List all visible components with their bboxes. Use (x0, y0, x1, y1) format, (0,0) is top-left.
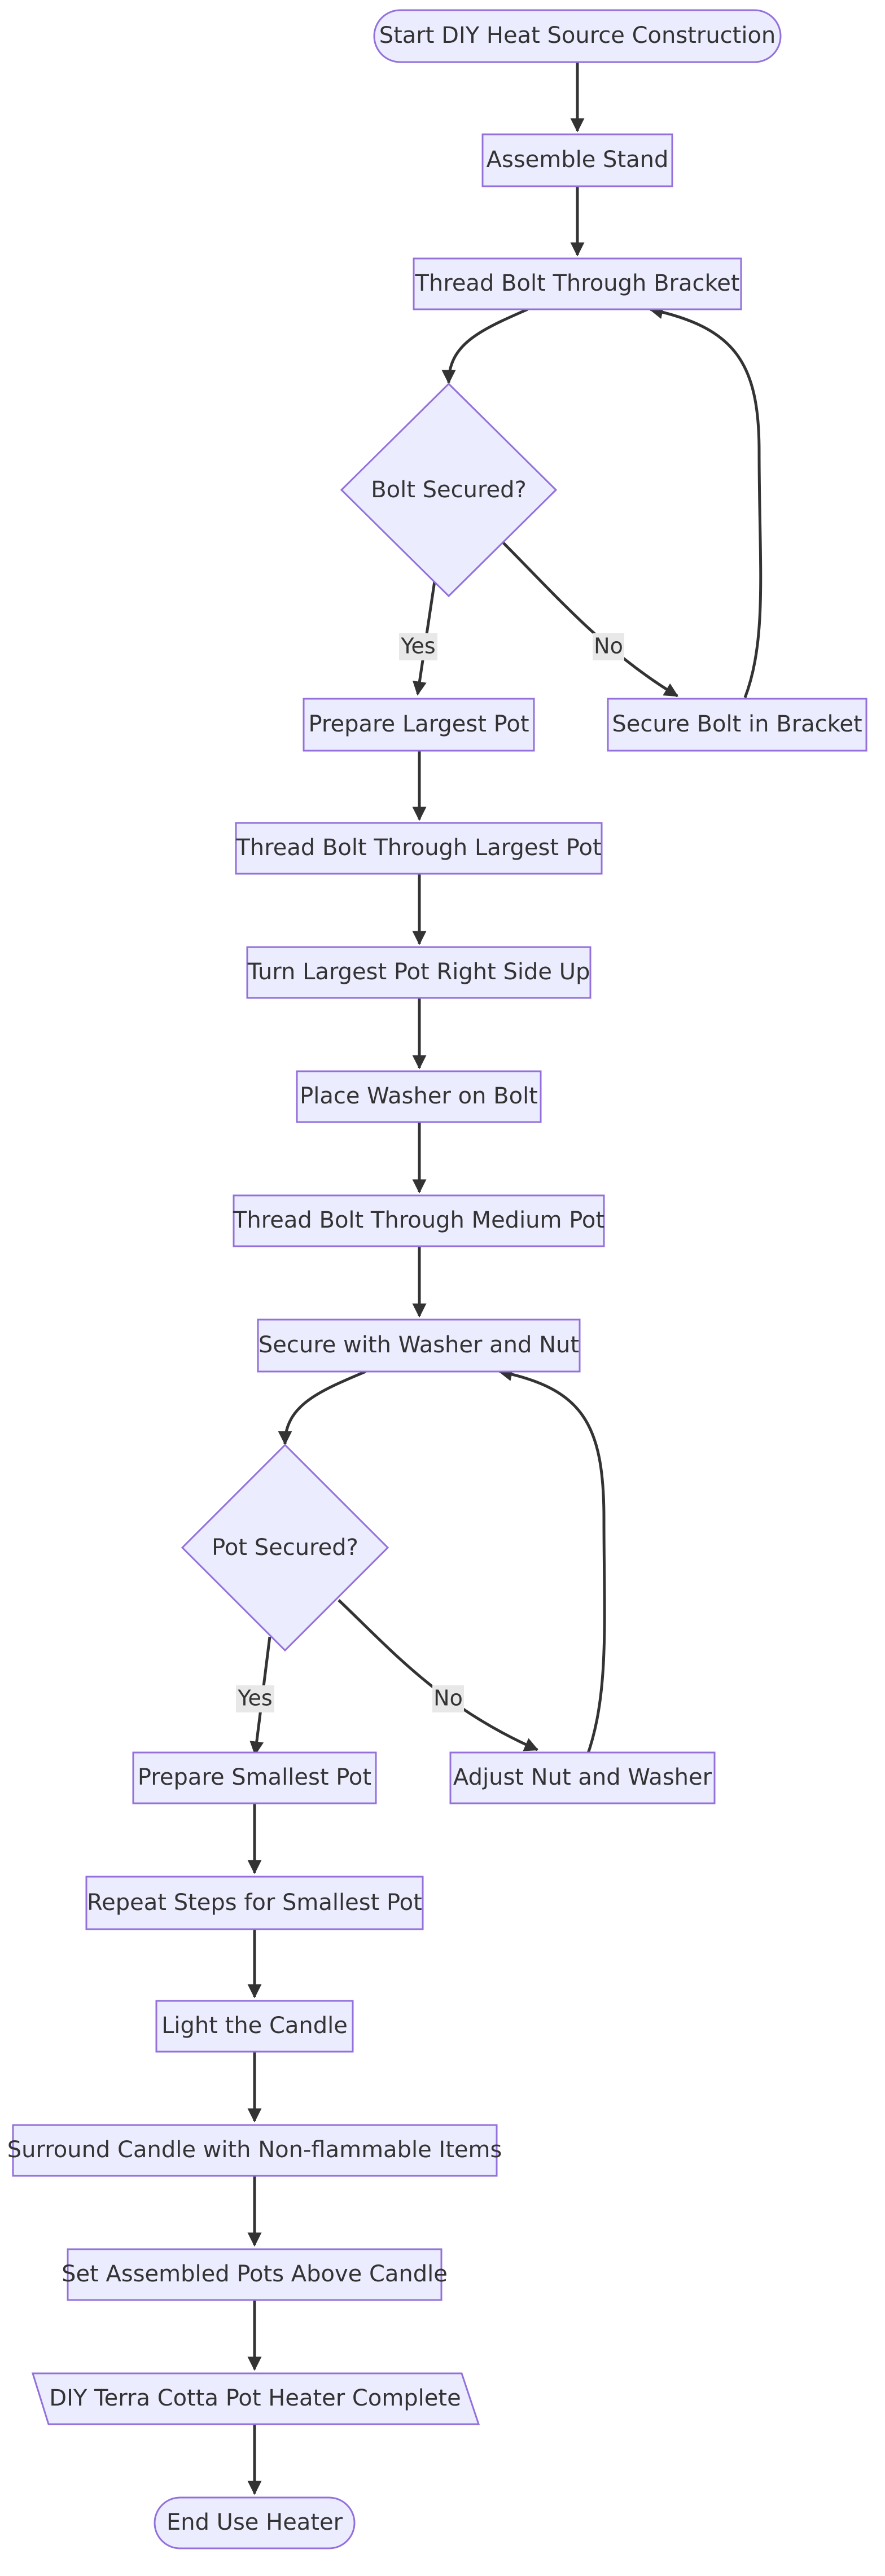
edge-adjust-nut-back-to-secure (498, 1367, 606, 1757)
edge-secure-bolt-back-to-bracket (649, 305, 763, 698)
edge-label-bolt-yes-text: Yes (400, 634, 435, 659)
edge-label-pot-yes-text: Yes (237, 1686, 272, 1711)
edge-label-pot-no: No (432, 1685, 464, 1712)
node-place-washer-label: Place Washer on Bolt (300, 1083, 538, 1109)
node-start: Start DIY Heat Source Construction (373, 9, 782, 63)
node-bolt-secured: Bolt Secured? (340, 382, 558, 598)
edge-labels: Yes No Yes No (236, 633, 624, 1712)
edge-label-bolt-no-text: No (594, 634, 623, 659)
node-assemble-stand-label: Assemble Stand (487, 147, 669, 173)
edge-label-pot-no-text: No (433, 1686, 463, 1711)
node-secure-washer-nut: Secure with Washer and Nut (257, 1318, 581, 1373)
node-turn-largest: Turn Largest Pot Right Side Up (246, 946, 592, 999)
node-thread-medium-label: Thread Bolt Through Medium Pot (233, 1207, 604, 1233)
node-bolt-secured-label: Bolt Secured? (371, 477, 527, 503)
node-light-candle-label: Light the Candle (161, 2013, 348, 2039)
node-set-pots: Set Assembled Pots Above Candle (62, 2248, 448, 2301)
node-pot-secured: Pot Secured? (181, 1443, 389, 1652)
edge-label-bolt-no: No (593, 633, 624, 660)
node-pot-secured-label: Pot Secured? (212, 1535, 358, 1561)
node-heater-complete-label: DIY Terra Cotta Pot Heater Complete (49, 2385, 461, 2411)
node-place-washer: Place Washer on Bolt (296, 1070, 542, 1123)
node-secure-washer-nut-label: Secure with Washer and Nut (259, 1332, 579, 1358)
node-prepare-smallest-label: Prepare Smallest Pot (138, 1764, 371, 1790)
node-heater-complete: DIY Terra Cotta Pot Heater Complete (31, 2372, 480, 2425)
node-turn-largest-label: Turn Largest Pot Right Side Up (247, 959, 590, 985)
nodes: Start DIY Heat Source Construction Assem… (7, 9, 868, 2549)
node-repeat-smallest-label: Repeat Steps for Smallest Pot (87, 1890, 422, 1916)
node-adjust-nut-label: Adjust Nut and Washer (453, 1764, 712, 1790)
node-prepare-smallest: Prepare Smallest Pot (132, 1751, 377, 1804)
node-thread-largest: Thread Bolt Through Largest Pot (235, 822, 603, 875)
node-start-label: Start DIY Heat Source Construction (379, 23, 776, 49)
edge-secure-washer-nut-to-pot-secured (278, 1370, 366, 1445)
node-thread-bracket-label: Thread Bolt Through Bracket (414, 270, 739, 296)
edge-label-pot-yes: Yes (236, 1685, 274, 1712)
node-secure-bolt-bracket: Secure Bolt in Bracket (607, 698, 868, 752)
node-secure-bolt-bracket-label: Secure Bolt in Bracket (612, 711, 862, 737)
node-thread-medium: Thread Bolt Through Medium Pot (233, 1194, 605, 1247)
node-surround-candle-label: Surround Candle with Non-flammable Items (7, 2137, 502, 2163)
edge-bolt-secured-no (501, 541, 679, 698)
edge-thread-bracket-to-bolt-secured (441, 308, 528, 384)
node-prepare-largest-label: Prepare Largest Pot (308, 711, 529, 737)
node-prepare-largest: Prepare Largest Pot (303, 698, 535, 752)
node-set-pots-label: Set Assembled Pots Above Candle (62, 2261, 448, 2287)
node-repeat-smallest: Repeat Steps for Smallest Pot (85, 1876, 424, 1930)
node-end-label: End Use Heater (167, 2509, 343, 2535)
edge-pot-secured-no (338, 1599, 539, 1751)
node-light-candle: Light the Candle (155, 2000, 354, 2053)
node-thread-bracket: Thread Bolt Through Bracket (413, 257, 742, 310)
node-thread-largest-label: Thread Bolt Through Largest Pot (235, 835, 601, 861)
edge-label-bolt-yes: Yes (399, 633, 437, 660)
node-assemble-stand: Assemble Stand (481, 133, 673, 187)
node-end: End Use Heater (154, 2496, 356, 2549)
node-surround-candle: Surround Candle with Non-flammable Items (7, 2124, 502, 2177)
node-adjust-nut: Adjust Nut and Washer (449, 1751, 716, 1804)
